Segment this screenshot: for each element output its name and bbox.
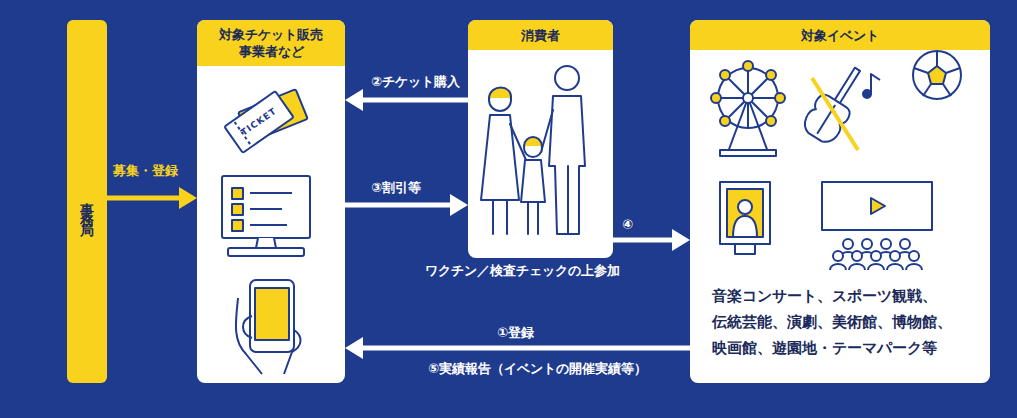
cinema-icon-part [822, 182, 932, 230]
soccer-ball-icon-part [913, 51, 961, 99]
connector-line [345, 203, 454, 208]
ferris-wheel-icon-part [711, 93, 721, 103]
monitor-icon-part [222, 176, 310, 238]
cinema-icon-part [862, 239, 872, 249]
cinema-icon-part [900, 239, 910, 249]
arrow-head [345, 89, 363, 111]
arrow-head [179, 187, 197, 209]
family-illustration-part [521, 160, 545, 202]
arrow-head [450, 194, 468, 216]
cinema-icon-part [833, 251, 843, 261]
edge-label: ④ [622, 217, 633, 233]
monitor-icon-part [228, 248, 304, 256]
ferris-wheel-icon-part [720, 116, 730, 126]
box-header: 消費者 [468, 20, 613, 50]
family-illustration-part [524, 137, 542, 146]
soccer-ball-icon-part [936, 51, 938, 66]
cinema-icon-part [843, 239, 853, 249]
soccer-ball-icon-part [914, 68, 928, 73]
monitor-icon-part [250, 208, 282, 210]
connector-line [359, 346, 690, 351]
phone-icon-part [250, 280, 294, 352]
office-band: 事務局 [67, 20, 107, 383]
violin-icon-part [863, 90, 871, 98]
edge-label: 募集・登録 [113, 163, 178, 179]
ferris-wheel-icon-part [775, 93, 785, 103]
soccer-ball-icon-part [923, 84, 931, 96]
monitor-icon-part [256, 238, 276, 248]
family-illustration-part [527, 202, 529, 234]
ferris-wheel-icon-part [720, 70, 730, 80]
family-illustration-part [492, 200, 494, 234]
edge-label: ③割引等 [371, 180, 421, 196]
family-illustration-part [567, 166, 569, 234]
connector-line [107, 196, 183, 201]
painting-icon-part [733, 216, 757, 237]
monitor-icon-part [232, 204, 243, 215]
painting-icon-part [738, 200, 752, 214]
monitor-icon-part [232, 220, 243, 231]
box-header: 対象チケット販売 事業者など [197, 20, 345, 66]
cinema-icon-part [871, 198, 885, 214]
attend-note: ワクチン／検査チェックの上参加 [425, 263, 620, 279]
family-illustration-part [555, 66, 579, 90]
ferris-wheel-icon-part [727, 77, 769, 119]
cinema-icon-part [890, 251, 900, 261]
painting-icon-part [720, 182, 770, 244]
report-note: ⑤実績報告（イベントの開催実績等） [428, 361, 647, 377]
soccer-ball-icon [913, 51, 961, 99]
monitor-icon-part [232, 188, 243, 199]
ferris-wheel-icon-part [766, 70, 776, 80]
phone-icon-part [255, 288, 289, 340]
family-illustration-part [506, 200, 508, 234]
cinema-icon-part [871, 251, 881, 261]
recruit-arrow [107, 187, 197, 209]
cinema-icon-part [909, 251, 919, 261]
ferris-wheel-icon-part [720, 150, 776, 156]
connector-line [613, 238, 676, 243]
painting-icon-part [727, 189, 763, 237]
purchase-arrow [345, 89, 468, 111]
register-arrow [345, 337, 690, 359]
soccer-ball-icon-part [928, 66, 946, 84]
ferris-wheel-icon-part [766, 116, 776, 126]
attend-arrow [613, 229, 690, 251]
monitor-icon-part [250, 192, 292, 194]
ferris-wheel-icon-part [727, 77, 769, 119]
edge-label: ②チケット購入 [371, 74, 460, 90]
connector-line [359, 98, 468, 103]
box-body-text: 音楽コンサート、スポーツ観戦、 伝統芸能、演劇、美術館、博物館、 映画館、遊園地… [712, 283, 984, 361]
office-label: 事務局 [80, 182, 94, 222]
cinema-icon [822, 182, 932, 270]
arrow-head [672, 229, 690, 251]
soccer-ball-icon-part [946, 68, 960, 73]
soccer-ball-icon-part [943, 84, 951, 96]
ferris-wheel-icon-part [743, 61, 753, 71]
ferris-wheel-icon-part [718, 68, 778, 128]
family-illustration-part [537, 202, 539, 234]
painting-icon-part [735, 244, 755, 254]
arrow-head [345, 337, 363, 359]
box-header: 対象イベント [690, 20, 990, 50]
edge-label: ①登録 [497, 325, 534, 341]
cinema-icon-part [852, 251, 862, 261]
cinema-icon-part [881, 239, 891, 249]
discount-arrow [345, 194, 468, 216]
painting-icon [720, 182, 770, 254]
monitor-icon-part [250, 224, 287, 226]
ferris-wheel-icon-part [743, 93, 753, 103]
